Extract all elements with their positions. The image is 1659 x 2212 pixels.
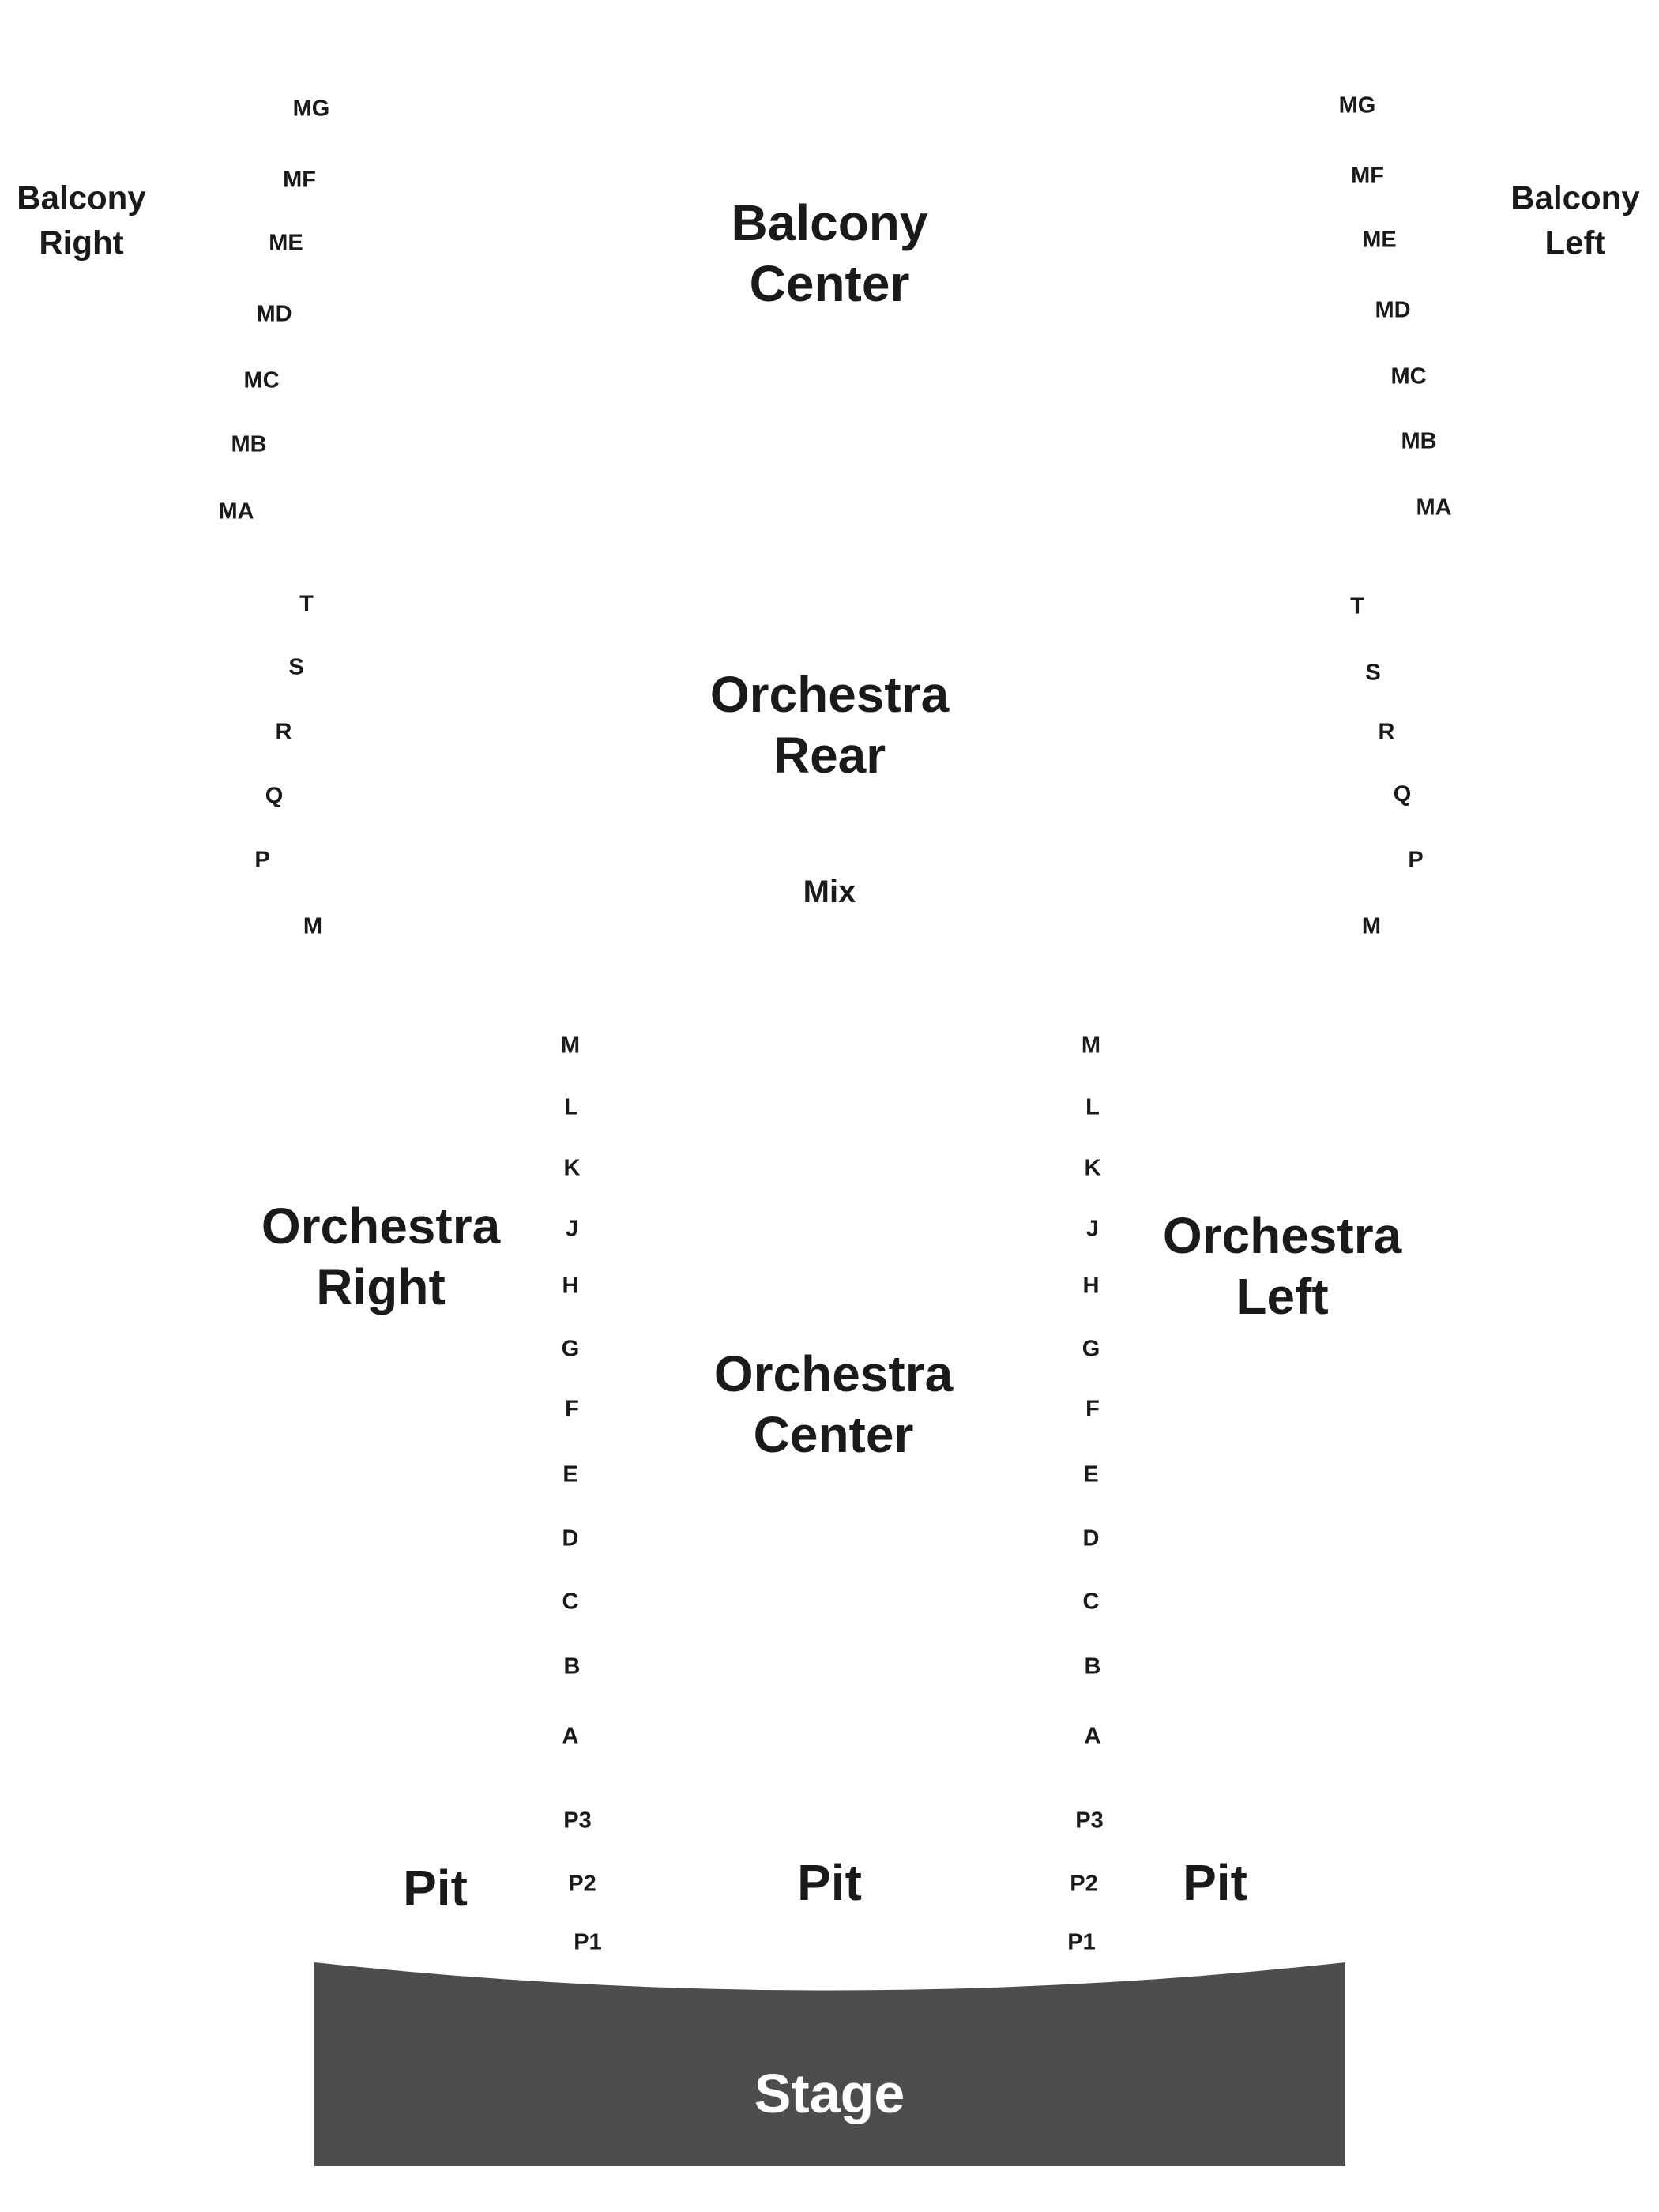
row-label[interactable]: R <box>1378 719 1395 745</box>
section-orchestra-right[interactable]: Orchestra Right <box>261 1196 500 1318</box>
row-label[interactable]: P <box>1408 847 1424 873</box>
row-label[interactable]: MD <box>256 301 292 327</box>
row-label[interactable]: J <box>565 1216 579 1242</box>
row-label[interactable]: B <box>563 1653 581 1680</box>
mix-position-label: Mix <box>803 875 856 909</box>
row-label[interactable]: C <box>1082 1589 1100 1615</box>
row-label[interactable]: C <box>562 1589 579 1615</box>
row-label[interactable]: S <box>288 654 304 680</box>
section-orchestra-rear[interactable]: Orchestra Rear <box>710 664 949 786</box>
section-orchestra-rear-line2: Rear <box>773 727 886 784</box>
row-label[interactable]: H <box>562 1273 579 1299</box>
section-orchestra-center-line1: Orchestra <box>713 1345 954 1403</box>
section-balcony-right-line2: Right <box>39 224 124 261</box>
row-label[interactable]: F <box>565 1396 579 1422</box>
row-label[interactable]: ME <box>269 230 303 256</box>
section-orchestra-left[interactable]: Orchestra Left <box>1163 1206 1401 1327</box>
section-orchestra-right-line2: Right <box>316 1258 446 1315</box>
row-label[interactable]: MA <box>1416 495 1452 521</box>
row-label[interactable]: MG <box>292 96 330 122</box>
row-label[interactable]: M <box>1081 1033 1101 1059</box>
row-label[interactable]: F <box>1085 1396 1100 1422</box>
section-orchestra-left-line2: Left <box>1236 1268 1329 1325</box>
row-label[interactable]: L <box>564 1094 578 1120</box>
section-balcony-left-line1: Balcony <box>1510 179 1640 216</box>
section-pit-center[interactable]: Pit <box>797 1854 862 1911</box>
row-label[interactable]: MC <box>1390 363 1427 389</box>
row-label[interactable]: J <box>1085 1216 1100 1242</box>
row-label[interactable]: T <box>299 591 314 617</box>
row-label[interactable]: D <box>1082 1525 1100 1552</box>
row-label[interactable]: P1 <box>1067 1929 1096 1955</box>
row-label[interactable]: M <box>1361 913 1382 939</box>
section-orchestra-left-line1: Orchestra <box>1162 1207 1402 1265</box>
section-balcony-right-line1: Balcony <box>17 179 146 216</box>
row-label[interactable]: L <box>1085 1094 1100 1120</box>
section-balcony-center-line1: Balcony <box>731 194 928 252</box>
row-label[interactable]: K <box>1084 1155 1101 1181</box>
row-label[interactable]: MB <box>1401 428 1437 454</box>
section-balcony-center[interactable]: Balcony Center <box>732 193 928 314</box>
row-label[interactable]: D <box>562 1525 579 1552</box>
row-label[interactable]: Q <box>265 783 284 809</box>
section-balcony-left[interactable]: Balcony Left <box>1510 175 1639 265</box>
row-label[interactable]: P <box>254 847 270 873</box>
section-orchestra-center[interactable]: Orchestra Center <box>714 1344 953 1465</box>
row-label[interactable]: MA <box>218 498 254 525</box>
row-label[interactable]: S <box>1365 660 1381 686</box>
row-label[interactable]: P2 <box>568 1871 596 1897</box>
section-pit-left[interactable]: Pit <box>1183 1854 1247 1911</box>
section-balcony-center-line2: Center <box>749 255 910 312</box>
row-label[interactable]: Q <box>1393 781 1412 807</box>
row-label[interactable]: R <box>275 719 292 745</box>
row-label[interactable]: A <box>562 1723 579 1749</box>
row-label[interactable]: MC <box>243 367 280 393</box>
section-orchestra-rear-line1: Orchestra <box>709 666 950 724</box>
row-label[interactable]: B <box>1084 1653 1101 1680</box>
row-label[interactable]: A <box>1084 1723 1101 1749</box>
section-orchestra-center-line2: Center <box>753 1406 914 1463</box>
row-label[interactable]: MF <box>1351 163 1384 189</box>
row-label[interactable]: E <box>1083 1462 1099 1488</box>
row-label[interactable]: K <box>563 1155 581 1181</box>
row-label[interactable]: G <box>561 1336 580 1362</box>
row-label[interactable]: MF <box>283 167 316 193</box>
row-label[interactable]: MB <box>231 431 267 457</box>
row-label[interactable]: P1 <box>574 1929 602 1955</box>
row-label[interactable]: E <box>562 1462 578 1488</box>
row-label[interactable]: M <box>560 1033 581 1059</box>
row-label[interactable]: P2 <box>1070 1871 1098 1897</box>
section-pit-right[interactable]: Pit <box>403 1860 468 1917</box>
row-label[interactable]: MD <box>1375 297 1411 323</box>
row-label[interactable]: MG <box>1338 92 1376 118</box>
section-orchestra-right-line1: Orchestra <box>261 1198 501 1255</box>
row-label[interactable]: ME <box>1362 227 1397 253</box>
section-balcony-left-line2: Left <box>1544 224 1606 261</box>
row-label[interactable]: T <box>1350 593 1364 619</box>
row-label[interactable]: M <box>303 913 323 939</box>
row-label[interactable]: G <box>1082 1336 1100 1362</box>
row-label[interactable]: H <box>1082 1273 1100 1299</box>
section-balcony-right[interactable]: Balcony Right <box>17 175 145 265</box>
row-label[interactable]: P3 <box>1075 1808 1104 1834</box>
row-label[interactable]: P3 <box>563 1808 592 1834</box>
stage-label: Stage <box>754 2063 905 2124</box>
